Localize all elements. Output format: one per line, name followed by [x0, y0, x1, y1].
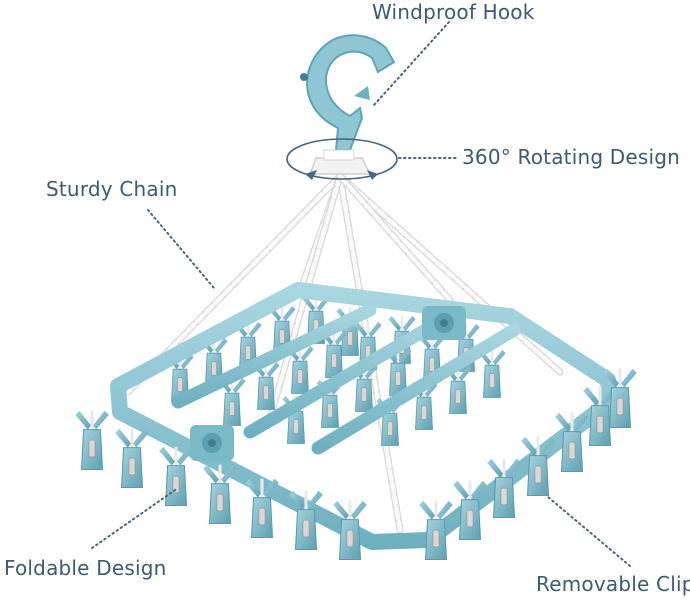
clip-group-front — [75, 368, 637, 561]
rotating-swivel — [308, 149, 372, 175]
clothespin — [478, 349, 506, 398]
clothespin — [159, 446, 193, 507]
fold-hinge-right — [422, 306, 466, 340]
clothespin — [603, 368, 637, 429]
rotation-ring-icon — [286, 138, 398, 180]
label-removable-clip: Removable Clip — [536, 572, 690, 596]
clothespin — [419, 500, 453, 561]
clothespin — [115, 428, 149, 489]
clothespin — [245, 478, 279, 539]
clothespin — [583, 386, 617, 447]
clothespin — [203, 464, 237, 525]
clothespin — [453, 480, 487, 541]
label-sturdy-chain: Sturdy Chain — [46, 177, 178, 201]
windproof-hook — [300, 34, 396, 151]
fold-hinge-left — [190, 425, 234, 461]
label-foldable-design: Foldable Design — [4, 556, 167, 580]
folding-frame — [110, 282, 618, 550]
clothespin — [487, 458, 521, 519]
chain-3 — [336, 172, 564, 376]
label-windproof-hook: Windproof Hook — [372, 0, 535, 24]
label-rotating-design: 360° Rotating Design — [462, 145, 681, 169]
clothespin — [521, 436, 555, 497]
callout-lines — [91, 21, 631, 567]
chain-6 — [336, 172, 454, 304]
clothespin — [75, 410, 109, 471]
clothespin — [320, 329, 348, 378]
clothespin — [555, 412, 589, 473]
clothespin — [333, 500, 367, 561]
clothespin — [289, 490, 323, 551]
